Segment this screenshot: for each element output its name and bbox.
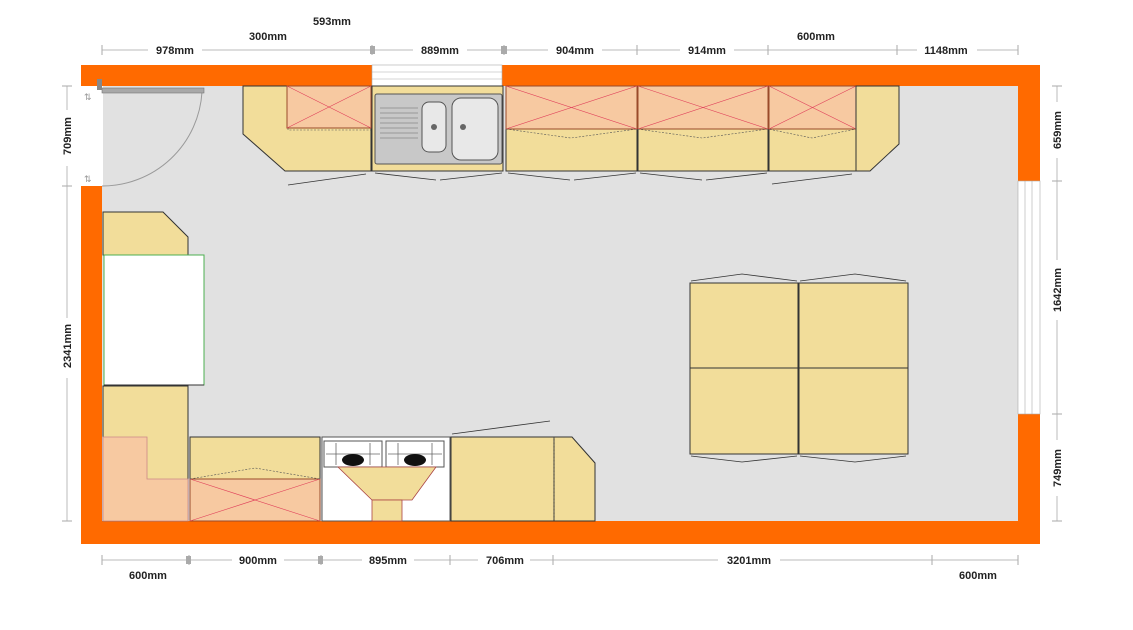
base-cabinet[interactable] bbox=[450, 436, 555, 522]
dim-right-2: 1642mm bbox=[1052, 268, 1064, 312]
dim-left-1: 709mm bbox=[62, 117, 74, 155]
window-icon bbox=[1017, 180, 1041, 415]
island-cabinet[interactable] bbox=[798, 367, 909, 455]
left-cabinet-run bbox=[102, 211, 205, 522]
dim-top-6: 914mm bbox=[688, 45, 726, 57]
door-icon[interactable]: ⇅ ⇅ bbox=[81, 79, 205, 187]
dim-bottom-6: 600mm bbox=[959, 570, 997, 582]
bottom-cabinet-run bbox=[189, 420, 596, 522]
top-cabinet-run bbox=[242, 85, 900, 186]
dim-right-3: 749mm bbox=[1052, 449, 1064, 487]
dim-top-3: 593mm bbox=[313, 16, 351, 28]
base-cabinet[interactable] bbox=[102, 211, 189, 256]
svg-text:⇅: ⇅ bbox=[84, 175, 92, 185]
island-cabinet[interactable] bbox=[689, 282, 799, 369]
dim-bottom-3: 895mm bbox=[369, 555, 407, 567]
dim-top-4: 889mm bbox=[421, 45, 459, 57]
island-cabinet[interactable] bbox=[798, 282, 909, 369]
hob-icon[interactable] bbox=[321, 436, 451, 522]
dim-top-5: 904mm bbox=[556, 45, 594, 57]
corner-wall-cabinet[interactable] bbox=[102, 436, 189, 522]
sink-icon[interactable] bbox=[374, 93, 503, 165]
window-icon bbox=[371, 64, 503, 87]
end-base-cabinet[interactable] bbox=[855, 85, 900, 172]
dim-top-2: 300mm bbox=[249, 31, 287, 43]
dim-right-1: 659mm bbox=[1052, 111, 1064, 149]
island-cabinet[interactable] bbox=[689, 367, 799, 455]
fridge-icon[interactable] bbox=[103, 254, 205, 386]
dim-bottom-4: 706mm bbox=[486, 555, 524, 567]
svg-text:⇅: ⇅ bbox=[84, 93, 92, 103]
island-unit bbox=[689, 273, 909, 463]
dim-left-2: 2341mm bbox=[62, 324, 74, 368]
dim-top-7: 600mm bbox=[797, 31, 835, 43]
dimension-labels: 978mm 300mm 593mm 889mm 904mm 914mm 600m… bbox=[60, 16, 1064, 582]
dim-top-1: 978mm bbox=[156, 45, 194, 57]
dim-bottom-1: 600mm bbox=[129, 570, 167, 582]
dim-bottom-5: 3201mm bbox=[727, 555, 771, 567]
dim-bottom-2: 900mm bbox=[239, 555, 277, 567]
dim-top-8: 1148mm bbox=[924, 45, 968, 57]
